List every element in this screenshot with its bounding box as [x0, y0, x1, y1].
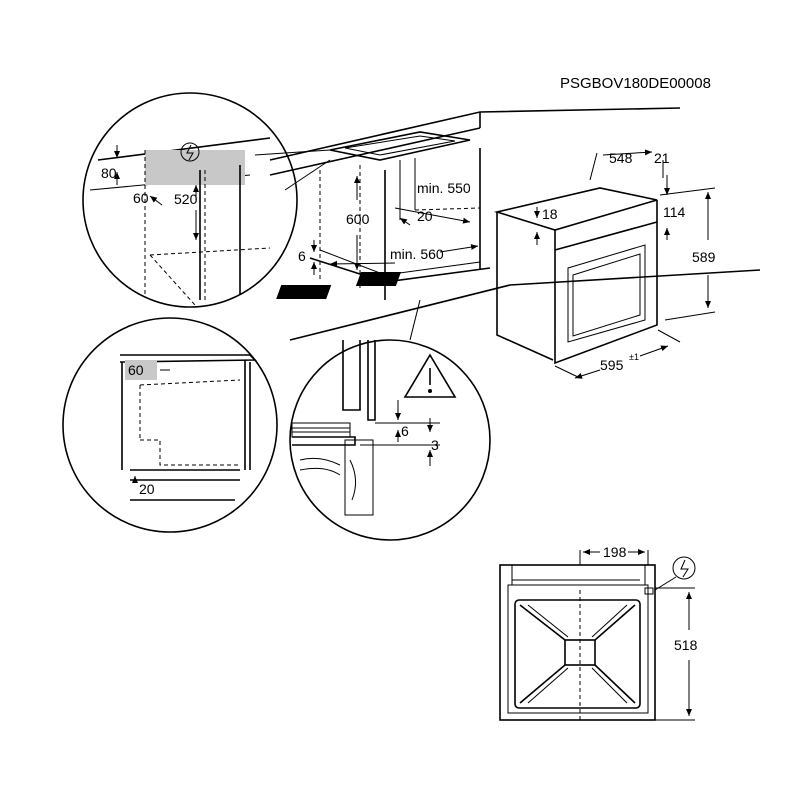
dim-589: 589 — [692, 249, 716, 265]
oven-rear-view: 198 518 — [499, 544, 698, 721]
detail-circle-side: 60 20 — [62, 317, 278, 533]
warning-icon — [403, 353, 457, 398]
dim-min-560: min. 560 — [390, 246, 444, 262]
dim-518: 518 — [674, 637, 698, 653]
detail-circle-electrical: 80 60 520 — [82, 92, 298, 308]
dim-20-vent: 20 — [417, 208, 433, 224]
dim-600: 600 — [346, 211, 370, 227]
power-symbol-icon — [180, 142, 200, 162]
rear-fan-icon — [519, 590, 636, 720]
dim-min-550: min. 550 — [417, 180, 471, 196]
oven-front-view: 548 21 18 114 589 595 ±1 — [493, 149, 716, 379]
dim-520: 520 — [174, 191, 198, 207]
dim-60-top: 60 — [133, 190, 149, 206]
dim-548: 548 — [609, 150, 633, 166]
hob-cutout — [329, 131, 471, 161]
detail-circle-floor: 6 3 — [289, 299, 491, 541]
dim-60-side: 60 — [128, 362, 144, 378]
dim-6-floor: 6 — [401, 423, 409, 439]
dim-595-tolerance: ±1 — [629, 352, 639, 362]
dim-18: 18 — [542, 206, 558, 222]
dim-80: 80 — [101, 165, 117, 181]
vent-strip — [276, 285, 332, 299]
document-code: PSGBOV180DE00008 — [560, 75, 711, 92]
dim-21: 21 — [654, 150, 670, 166]
dim-114: 114 — [663, 204, 686, 220]
dim-20-side: 20 — [139, 481, 155, 497]
dim-595: 595 — [600, 357, 624, 373]
worktop-cabinet: min. 550 20 600 6 min. 560 — [269, 107, 761, 341]
dim-198: 198 — [603, 544, 627, 560]
dim-6-cabinet: 6 — [298, 248, 306, 264]
electric-zone — [145, 150, 245, 185]
